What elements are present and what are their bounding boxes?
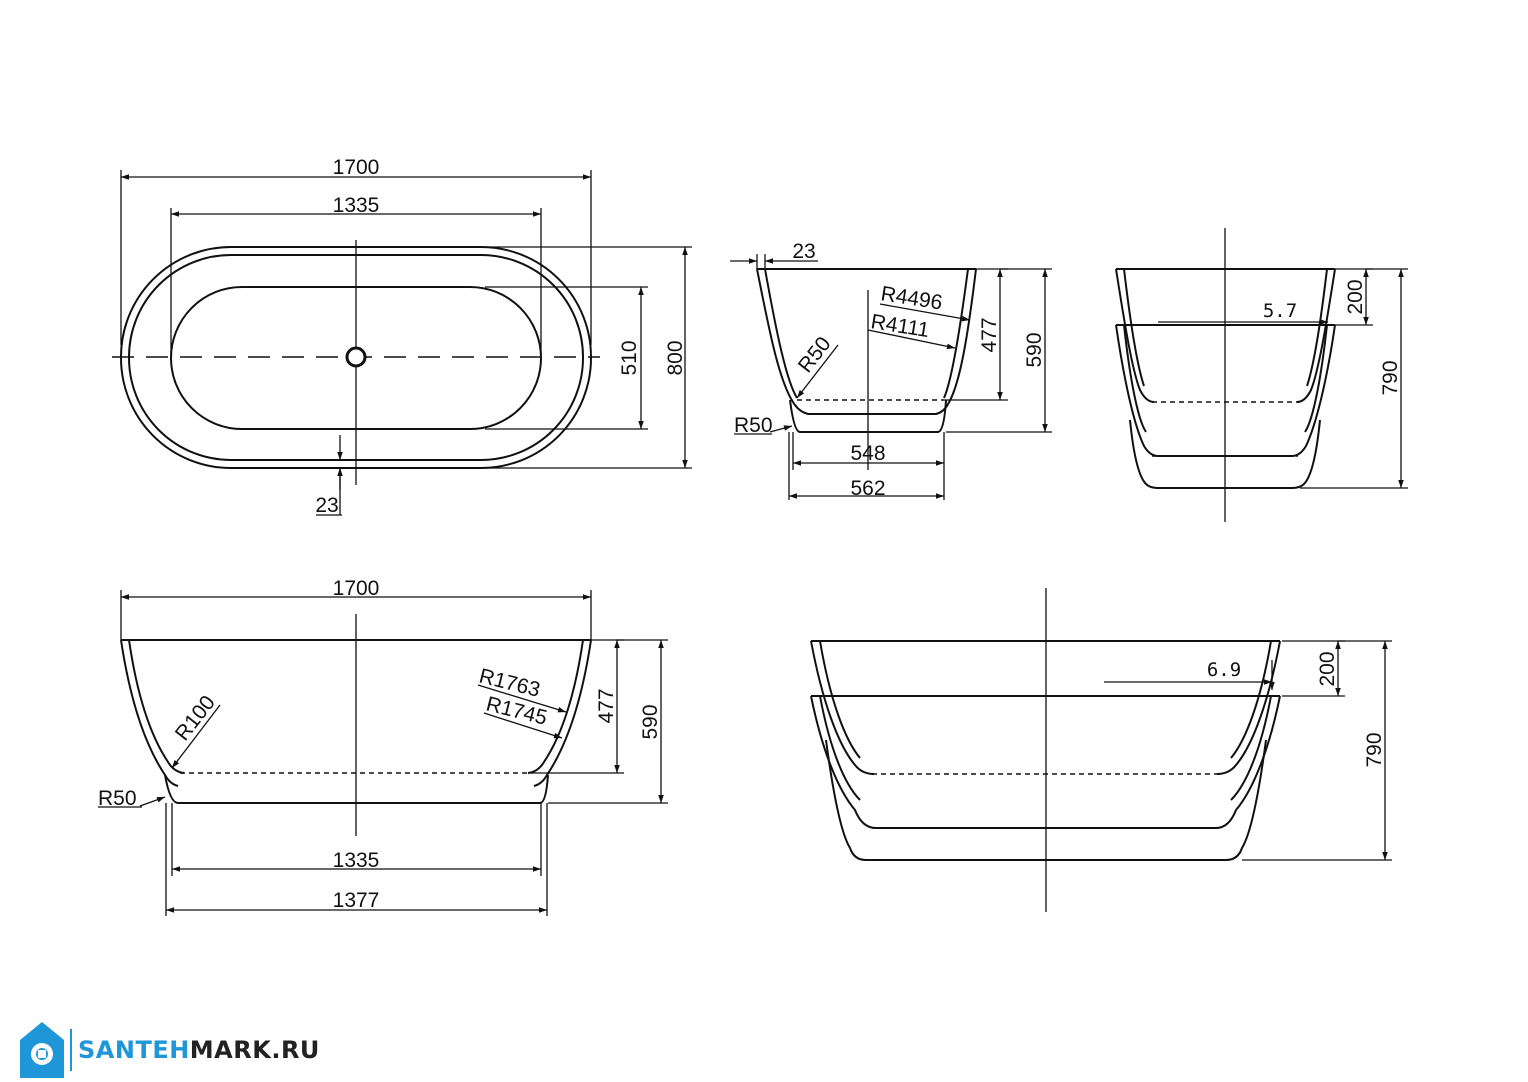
top-inner-length-label: 1335 bbox=[333, 194, 380, 217]
side-height-label: 590 bbox=[1023, 332, 1046, 367]
top-rim-label: 23 bbox=[315, 494, 338, 517]
side-view: 23 R4496 R4111 R50 R50 477 590 548 562 bbox=[730, 240, 1052, 500]
side-rim-label: 23 bbox=[792, 240, 815, 263]
front-length-label: 1700 bbox=[333, 577, 380, 600]
house-icon bbox=[20, 1022, 64, 1078]
top-length-label: 1700 bbox=[333, 156, 380, 179]
santehmark-logo: SANTEHMARK.RU bbox=[18, 1018, 320, 1082]
logo-divider bbox=[70, 1029, 72, 1071]
drain-icon bbox=[345, 346, 367, 368]
logo-text-santeh: SANTEH bbox=[78, 1036, 190, 1064]
end-small-drop-label: 200 bbox=[1344, 279, 1367, 314]
side-foot-outer-label: 562 bbox=[850, 477, 885, 500]
side-r-corner-label: R50 bbox=[794, 333, 836, 378]
front-r-outer-label: R1763 bbox=[477, 665, 543, 702]
top-view: 1700 1335 510 800 23 bbox=[112, 156, 692, 517]
top-inner-width-label: 510 bbox=[618, 340, 641, 375]
front-r-inner-label: R1745 bbox=[484, 693, 550, 730]
side-r-foot-label: R50 bbox=[734, 414, 773, 437]
end-small-height-label: 790 bbox=[1379, 360, 1402, 395]
front-foot-inner-label: 1335 bbox=[333, 849, 380, 872]
end-view-small: 5.7 200 790 bbox=[1115, 228, 1408, 522]
side-r-inner-label: R4111 bbox=[869, 310, 931, 342]
front-height-label: 590 bbox=[639, 704, 662, 739]
top-width-label: 800 bbox=[664, 340, 687, 375]
front-r-foot-label: R50 bbox=[98, 787, 137, 810]
side-r-outer-label: R4496 bbox=[879, 282, 944, 314]
side-depth-label: 477 bbox=[978, 317, 1001, 352]
front-view: 1700 R1763 R1745 R100 R50 477 590 1335 1… bbox=[98, 577, 668, 916]
end-small-offset-label: 5.7 bbox=[1263, 300, 1297, 322]
front-depth-label: 477 bbox=[595, 688, 618, 723]
end-large-height-label: 790 bbox=[1363, 732, 1386, 767]
logo-text-mark: MARK.RU bbox=[189, 1036, 320, 1064]
end-large-drop-label: 200 bbox=[1316, 651, 1339, 686]
end-view-large: 6.9 200 790 bbox=[810, 588, 1392, 912]
end-large-offset-label: 6.9 bbox=[1207, 659, 1241, 681]
logo-text: SANTEHMARK.RU bbox=[78, 1036, 320, 1064]
side-foot-inner-label: 548 bbox=[850, 442, 885, 465]
front-foot-outer-label: 1377 bbox=[333, 889, 380, 912]
